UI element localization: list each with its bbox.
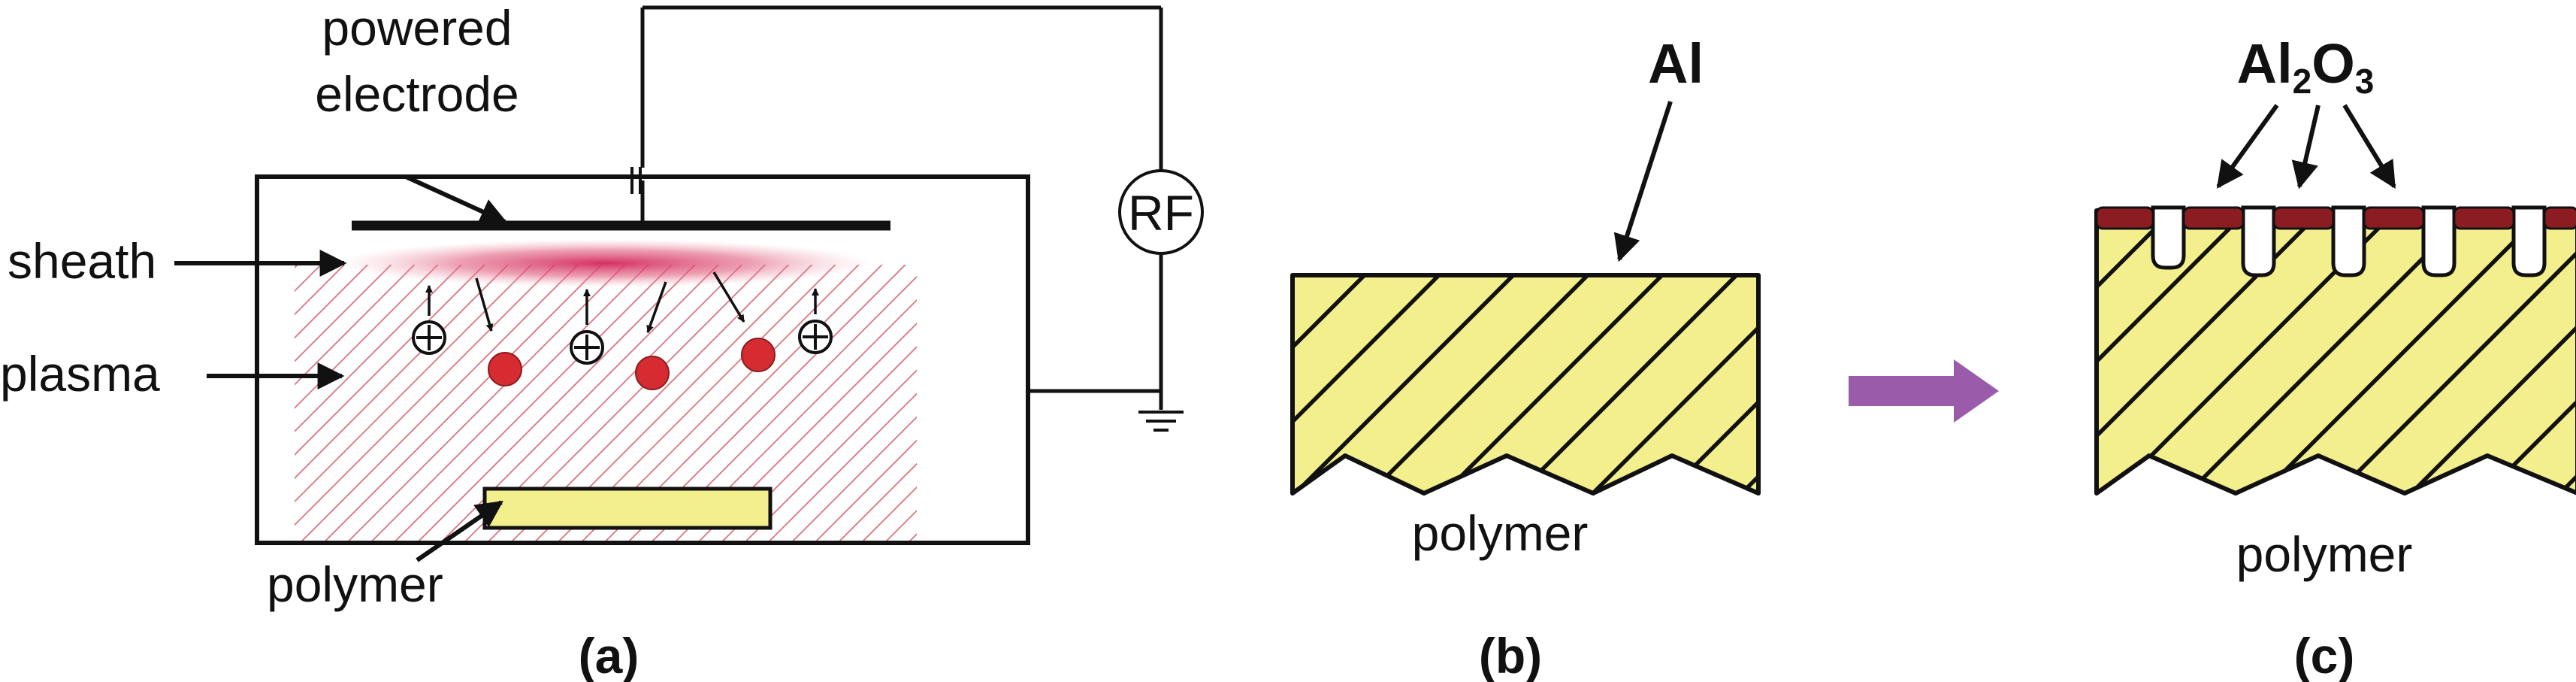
plasma-label: plasma <box>0 346 160 402</box>
sheath-glow <box>338 239 872 287</box>
vacuum-chamber <box>255 174 1030 545</box>
al-pointer <box>1613 101 1673 262</box>
oxide-cap <box>2182 206 2245 230</box>
oxide-cap <box>2272 206 2335 230</box>
polymer-label-a: polymer <box>267 556 443 612</box>
positive-ion <box>412 320 446 355</box>
ground-symbol <box>1138 411 1184 432</box>
rf-label: RF <box>1128 185 1194 241</box>
panel-b: Al polymer (b) <box>1290 32 1761 682</box>
polymer-block-b <box>1290 273 1761 496</box>
positive-ion <box>570 330 604 365</box>
oxide-cap <box>2363 206 2425 230</box>
polymer-block-c <box>2094 208 2576 496</box>
surface-grooves <box>2151 205 2547 277</box>
electron <box>488 352 522 386</box>
panel-a: RF <box>0 0 1204 682</box>
polymer-label-b: polymer <box>1412 505 1589 561</box>
al2o3-pointers <box>2216 104 2396 189</box>
powered-electrode-pointer <box>404 174 508 224</box>
electron <box>635 356 670 390</box>
electron <box>741 338 776 372</box>
rf-source <box>1118 169 1204 255</box>
al2o3-label: Al2O3 <box>2237 32 2375 101</box>
panel-c: Al2O3 polymer (c) <box>2094 32 2576 682</box>
capacitor-symbol <box>630 167 642 194</box>
rf-circuit <box>640 5 1163 410</box>
process-arrow <box>1849 359 1999 423</box>
particle-arrows <box>425 271 819 333</box>
oxide-cap <box>2095 206 2154 230</box>
polymer-label-c: polymer <box>2236 526 2413 582</box>
electrons <box>488 338 776 390</box>
positive-ion <box>798 320 833 354</box>
oxide-cap <box>2453 206 2515 230</box>
polymer-pointer-a <box>416 500 503 562</box>
sheath-label: sheath <box>8 233 156 289</box>
caption-a: (a) <box>579 628 639 682</box>
powered-electrode-label-line2: electrode <box>315 66 519 122</box>
caption-c: (c) <box>2294 628 2355 682</box>
positive-ions <box>412 320 833 365</box>
powered-electrode-label-line1: powered <box>322 0 512 56</box>
al2o3-caps <box>2095 206 2576 230</box>
al-label: Al <box>1648 32 1704 95</box>
caption-b: (b) <box>1479 628 1542 682</box>
oxide-cap <box>2543 206 2576 230</box>
polymer-substrate <box>482 486 772 530</box>
